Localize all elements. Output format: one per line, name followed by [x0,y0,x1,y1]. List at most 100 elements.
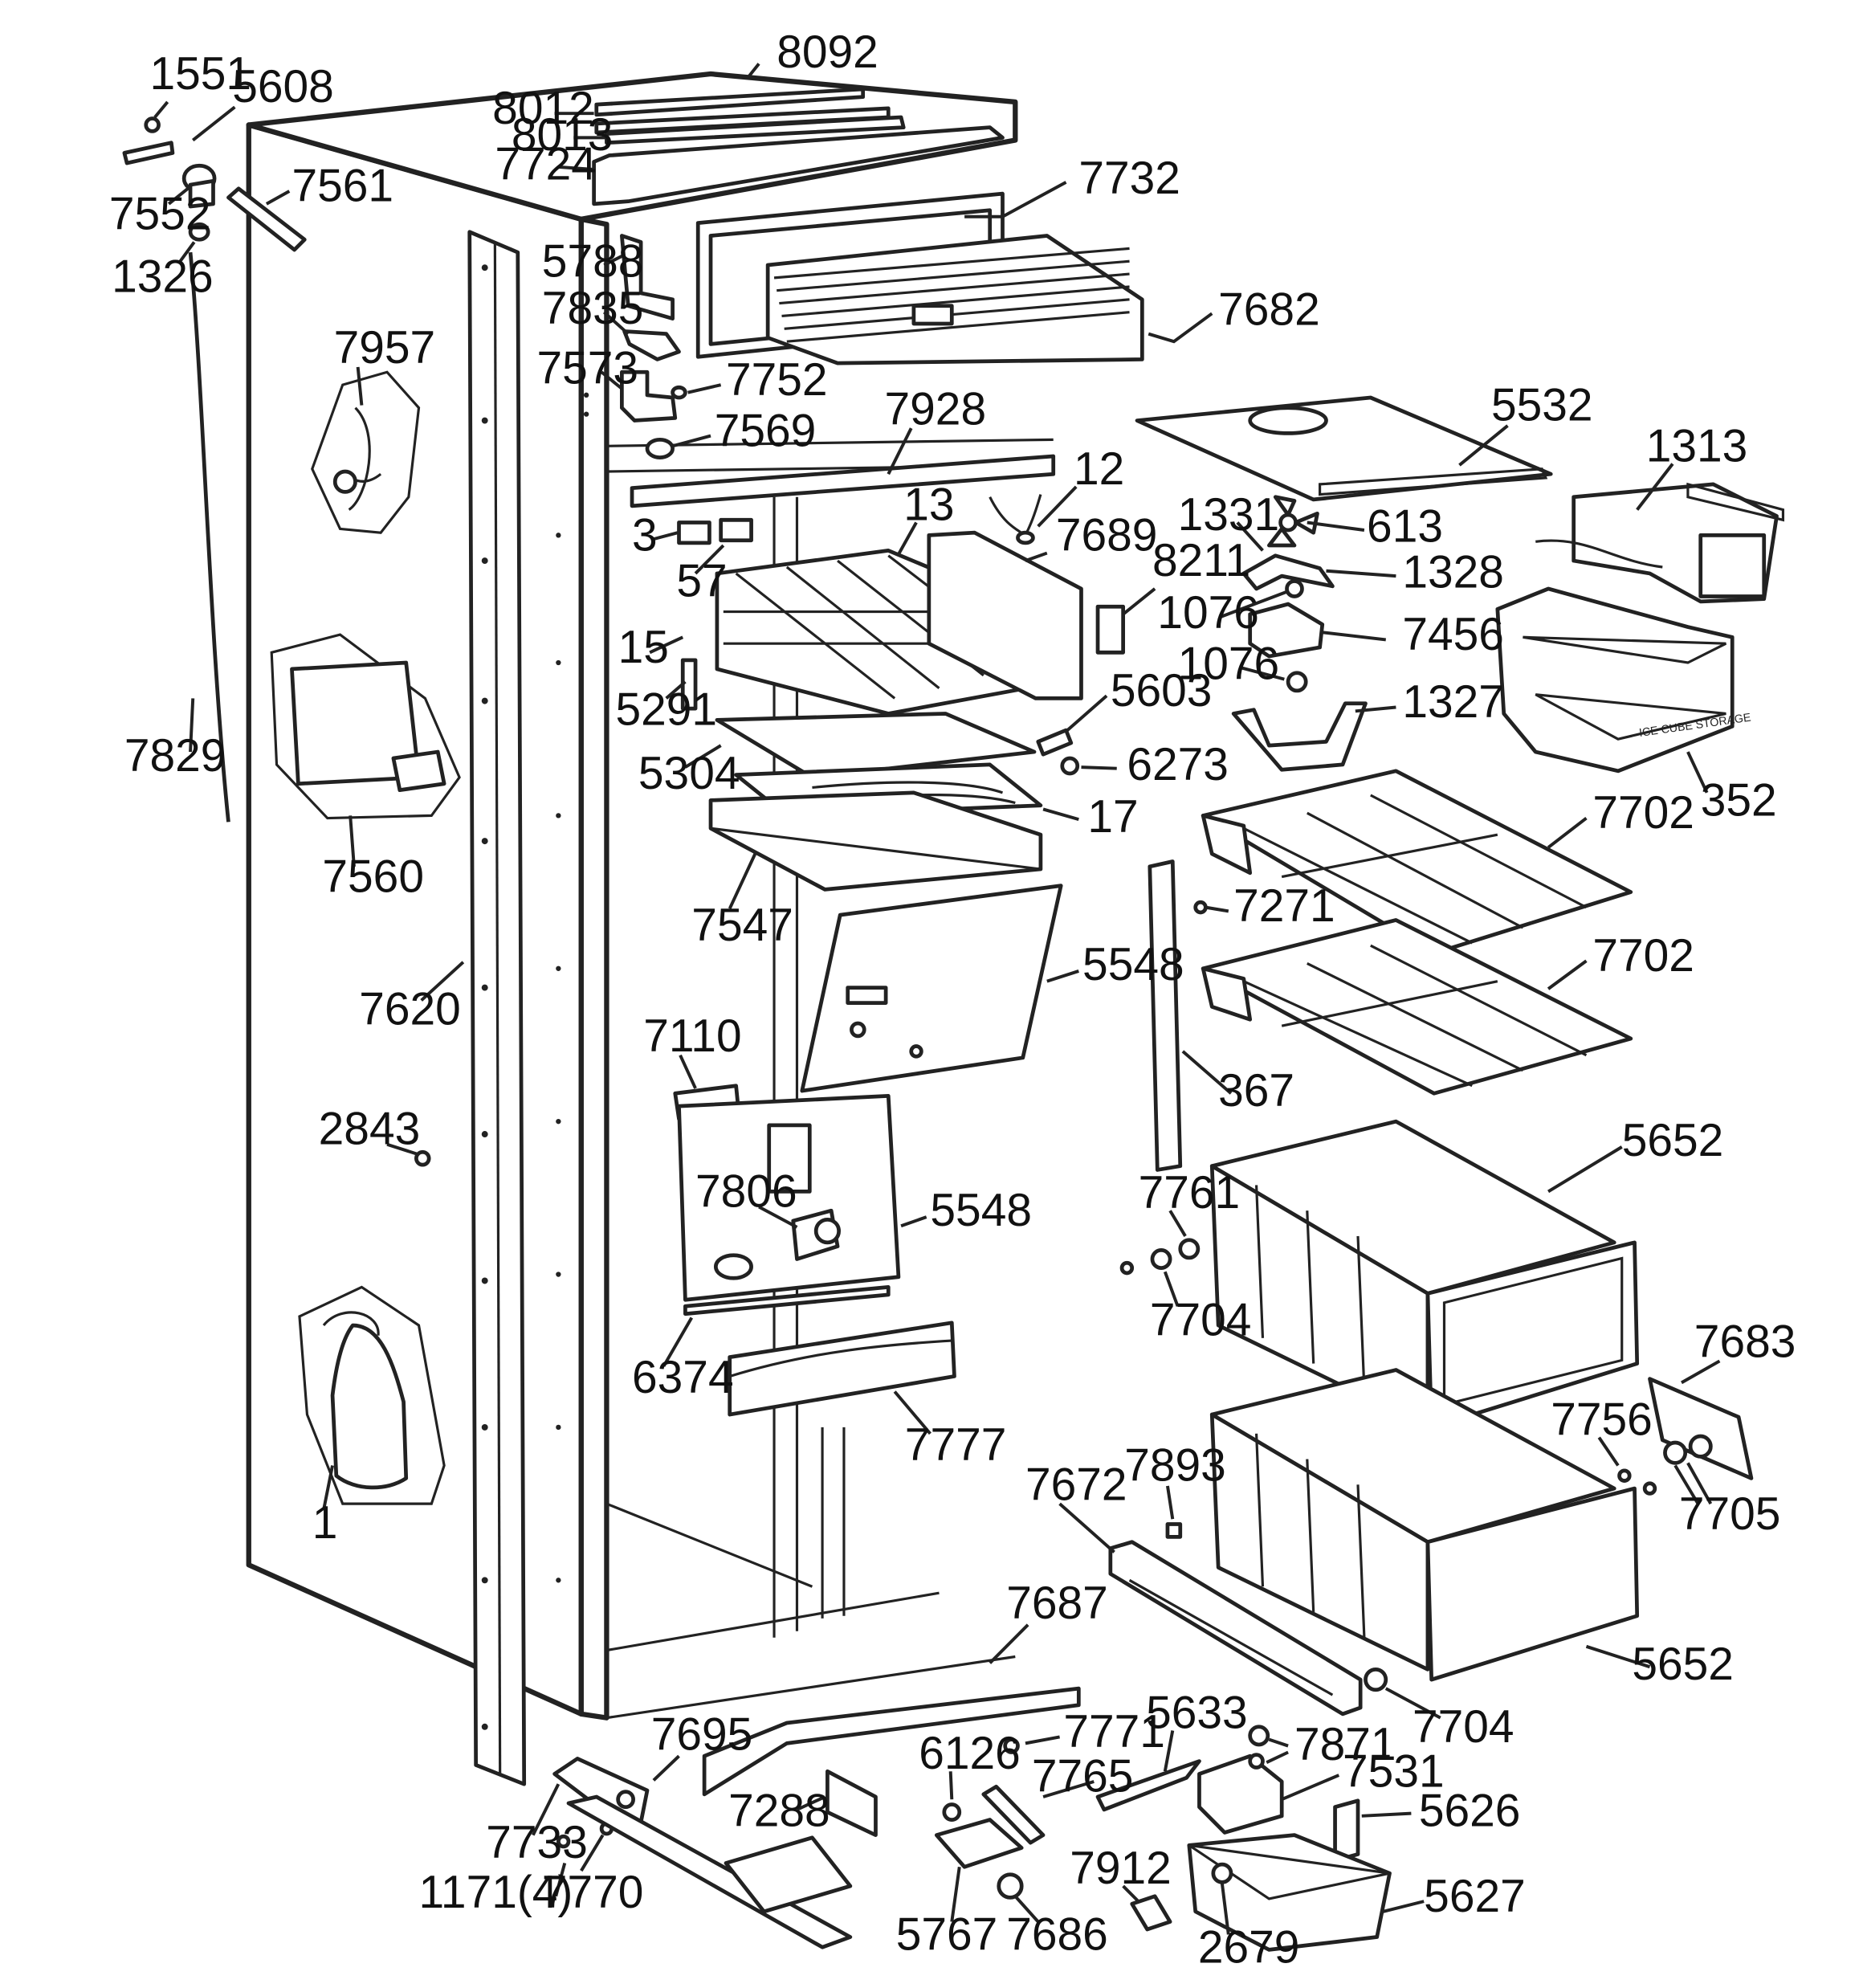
bracket-7288 [566,1769,878,1949]
thermostat-knob-7806 [791,1208,842,1261]
label-613: 613 [1367,500,1443,552]
roller-parts [1119,1238,1713,1692]
basket-5652-lower [1209,1368,1640,1682]
label-7752: 7752 [726,354,828,406]
label-7806: 7806 [695,1165,797,1217]
label-5548-a: 5548 [1082,939,1184,990]
label-57: 57 [676,555,727,606]
label-7110: 7110 [643,1010,741,1062]
label-7835: 7835 [542,283,644,334]
label-7560: 7560 [322,851,424,902]
label-8012: 8012 [492,83,594,134]
label-8092: 8092 [777,27,879,78]
label-7573: 7573 [537,342,639,394]
cover-7777 [728,1321,956,1417]
label-1327: 1327 [1402,676,1504,728]
top-trim-strips [592,87,1005,206]
label-1076-b: 1076 [1178,639,1280,690]
label-7777: 7777 [905,1419,1007,1471]
label-7682: 7682 [1218,284,1320,335]
label-12: 12 [1074,443,1124,495]
fitting-2679 [1211,1862,1233,1884]
breaker-strip [467,230,527,1786]
strip-6374 [683,1285,891,1316]
label-7770: 7770 [542,1867,644,1918]
label-7704-a: 7704 [1150,1295,1252,1346]
label-8013: 8013 [512,109,614,161]
label-6126: 6126 [919,1728,1021,1779]
label-1313: 1313 [1646,420,1748,471]
part-8211 [1095,604,1126,655]
label-7771: 7771 [1063,1706,1165,1757]
label-5627: 5627 [1424,1871,1526,1922]
label-352: 352 [1701,774,1777,826]
label-6374: 6374 [632,1352,734,1403]
label-7689: 7689 [1056,509,1158,561]
sensor-12 [989,494,1042,545]
label-7704-b: 7704 [1413,1701,1514,1753]
rail-part [630,454,1056,508]
label-1551: 1551 [149,48,251,100]
label-7569: 7569 [715,405,817,456]
screw-2843 [414,1149,431,1167]
parts-bag [298,1285,446,1505]
label-1331: 1331 [1178,489,1280,541]
label-17: 17 [1087,791,1138,843]
label-7912: 7912 [1070,1843,1172,1894]
label-8211: 8211 [1152,535,1250,586]
bottom-rail-7687 [702,1686,1081,1797]
label-5603: 5603 [1111,665,1213,716]
ice-maker-box-7560 [270,633,461,820]
label-7702-upper: 7702 [1592,787,1694,839]
freezer-grille [765,234,1144,365]
fan-motor-7456 [1248,579,1325,693]
label-7271: 7271 [1233,880,1335,932]
label-15: 15 [618,622,669,673]
label-1076-a: 1076 [1157,587,1259,639]
label-6273: 6273 [1127,739,1229,790]
label-7687: 7687 [1006,1578,1108,1629]
label-7547: 7547 [691,900,793,951]
label-7620: 7620 [359,983,461,1035]
label-5633: 5633 [1146,1687,1248,1738]
shelf-7702-lower [1201,918,1633,1096]
label-5291: 5291 [615,684,717,736]
label-5548-b: 5548 [930,1185,1032,1236]
label-7893: 7893 [1124,1439,1226,1491]
water-valve-7531 [1095,1725,1360,1863]
water-line-parts [122,116,307,823]
part-5603 [1036,728,1074,757]
part-7893 [1165,1522,1183,1539]
slide-rail-7683 [1648,1377,1754,1480]
label-5652-lower: 5652 [1632,1639,1734,1690]
label-2679: 2679 [1198,1921,1300,1973]
label-5788: 5788 [542,235,644,287]
label-367: 367 [1218,1065,1294,1116]
label-7756: 7756 [1551,1394,1653,1445]
evaporator-cover-5548 [800,884,1063,1093]
bracket-parts [620,234,687,459]
fan-shroud-5532 [1135,395,1553,502]
bracket-1328 [1241,553,1335,591]
label-1326: 1326 [112,251,214,302]
label-5304: 5304 [638,748,740,799]
label-7702-lower: 7702 [1592,930,1694,982]
label-7686: 7686 [1006,1908,1108,1960]
label-5532: 5532 [1491,379,1593,431]
label-1: 1 [312,1497,338,1549]
label-7288: 7288 [728,1785,830,1836]
label-7928: 7928 [885,383,987,435]
label-13: 13 [903,479,954,530]
label-7531: 7531 [1343,1745,1445,1797]
label-7957: 7957 [334,322,436,374]
label-7552: 7552 [109,188,211,239]
duct-cover-7689 [927,530,1083,700]
label-7561: 7561 [291,161,393,212]
bracket-1327 [1231,701,1368,772]
basket-5652-upper [1209,1119,1640,1430]
label-2843: 2843 [319,1104,421,1155]
ice-bin-352: ICE CUBE STORAGE [1495,586,1751,774]
label-3: 3 [632,509,658,561]
label-5652-upper: 5652 [1622,1115,1724,1166]
